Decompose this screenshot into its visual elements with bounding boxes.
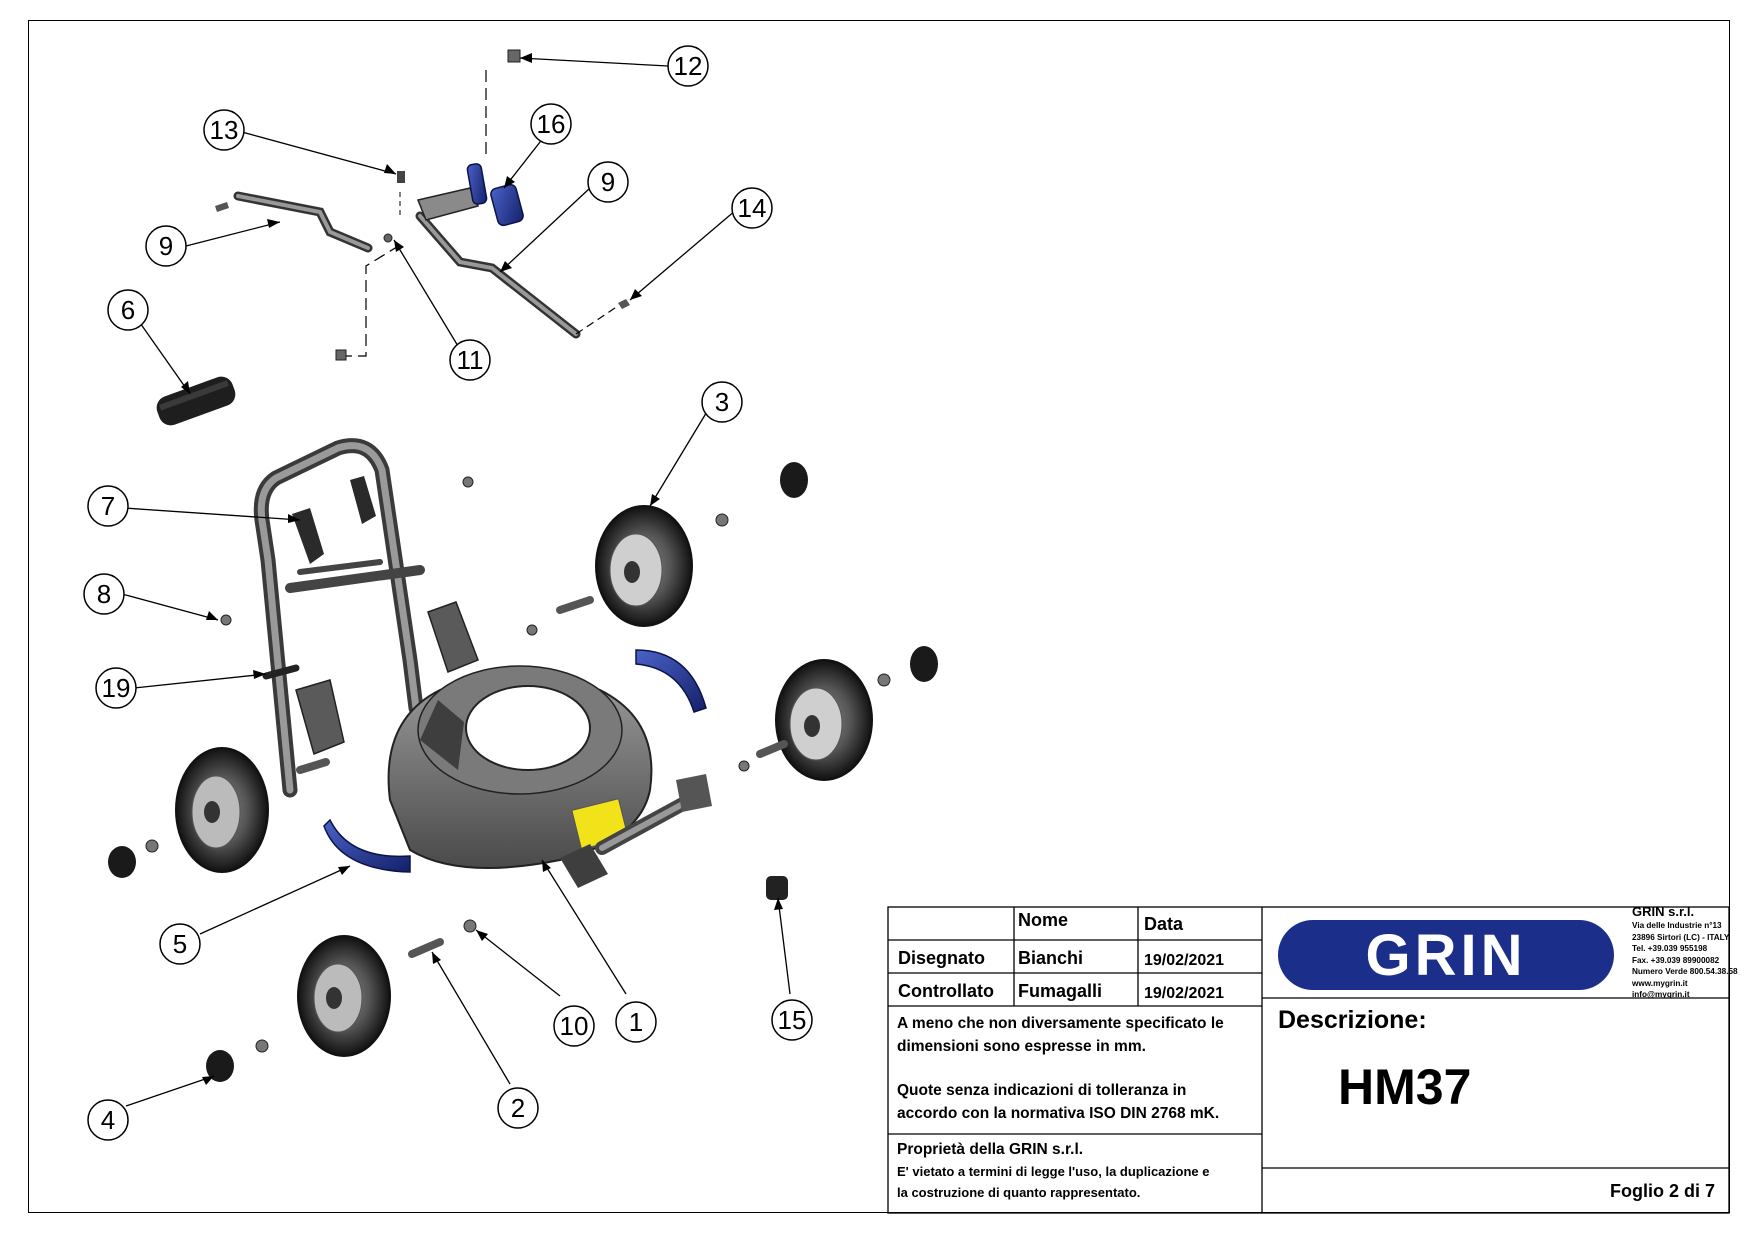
svg-text:3: 3 bbox=[715, 387, 729, 417]
note-tolerance-line2: accordo con la normativa ISO DIN 2768 mK… bbox=[897, 1105, 1220, 1122]
design-date: 19/02/2021 bbox=[1144, 952, 1225, 969]
blue-flap-front bbox=[323, 818, 411, 873]
callout-13: 13 bbox=[203, 109, 245, 151]
callout-2: 2 bbox=[497, 1087, 539, 1129]
upper-handle-parts bbox=[215, 49, 630, 361]
leader-lines bbox=[121, 57, 791, 1107]
callout-4: 4 bbox=[87, 1099, 129, 1141]
sheet-number: Foglio 2 di 7 bbox=[1610, 1181, 1716, 1201]
callout-12: 12 bbox=[667, 45, 709, 87]
svg-text:9: 9 bbox=[159, 231, 173, 261]
svg-text:15: 15 bbox=[778, 1005, 807, 1035]
wheel-left bbox=[175, 747, 269, 873]
callout-1: 1 bbox=[615, 1001, 657, 1043]
model-code: HM37 bbox=[1338, 1059, 1472, 1115]
svg-text:GRIN: GRIN bbox=[1366, 923, 1527, 988]
col-header-data: Data bbox=[1144, 914, 1184, 934]
callout-19: 19 bbox=[95, 667, 137, 709]
col-header-nome: Nome bbox=[1018, 910, 1069, 930]
grin-logo: GRIN bbox=[1278, 920, 1614, 990]
svg-text:16: 16 bbox=[537, 109, 566, 139]
checker-name: Fumagalli bbox=[1018, 981, 1103, 1001]
callout-8: 8 bbox=[83, 573, 125, 615]
mower-deck-1 bbox=[387, 665, 712, 888]
callout-6: 6 bbox=[107, 289, 149, 331]
svg-text:12: 12 bbox=[674, 51, 703, 81]
row-label-controllato: Controllato bbox=[898, 981, 994, 1001]
wheel-mid-right bbox=[775, 659, 873, 781]
wheel-top-right bbox=[595, 505, 693, 627]
callout-11: 11 bbox=[449, 339, 491, 381]
svg-text:13: 13 bbox=[210, 115, 239, 145]
description-label: Descrizione: bbox=[1278, 1006, 1427, 1034]
callout-9-left: 9 bbox=[145, 225, 187, 267]
roller-6 bbox=[156, 376, 236, 426]
wheel-bottom-left bbox=[297, 935, 391, 1057]
row-label-disegnato: Disegnato bbox=[898, 948, 986, 968]
axle-bolts bbox=[262, 596, 788, 958]
svg-text:14: 14 bbox=[738, 193, 767, 223]
svg-text:11: 11 bbox=[457, 345, 484, 375]
callout-9-right: 9 bbox=[587, 161, 629, 203]
property-line3: la costruzione di quanto rappresentato. bbox=[897, 1185, 1141, 1200]
grip-16 bbox=[490, 183, 524, 227]
note-units-line1: A meno che non diversamente specificato … bbox=[897, 1015, 1224, 1032]
lower-handle-frame bbox=[253, 438, 479, 798]
svg-text:1: 1 bbox=[629, 1007, 643, 1037]
svg-text:6: 6 bbox=[121, 295, 135, 325]
blue-flap-right bbox=[635, 649, 707, 713]
title-block-frame bbox=[887, 906, 1730, 1214]
leader-arrowheads bbox=[181, 53, 783, 1085]
designer-name: Bianchi bbox=[1018, 948, 1084, 968]
property-line2: E' vietato a termini di legge l'uso, la … bbox=[897, 1164, 1210, 1179]
company-address: Via delle Industrie n°13 23896 Sirtori (… bbox=[1632, 921, 1738, 999]
callout-15: 15 bbox=[771, 999, 813, 1041]
callout-7: 7 bbox=[87, 485, 129, 527]
callout-3: 3 bbox=[701, 381, 743, 423]
callout-5: 5 bbox=[159, 923, 201, 965]
callout-16: 16 bbox=[530, 103, 572, 145]
svg-text:2: 2 bbox=[511, 1093, 525, 1123]
callout-balloons: 12 13 16 9 9 14 6 11 3 7 8 19 5 10 1 15 … bbox=[83, 45, 813, 1141]
svg-text:4: 4 bbox=[101, 1105, 115, 1135]
drawing-border bbox=[28, 20, 1730, 1213]
property-line1: Proprietà della GRIN s.r.l. bbox=[897, 1141, 1084, 1158]
hubcaps-and-nuts bbox=[108, 462, 938, 1082]
check-date: 19/02/2021 bbox=[1144, 985, 1225, 1002]
svg-text:7: 7 bbox=[101, 491, 115, 521]
svg-text:10: 10 bbox=[560, 1011, 589, 1041]
svg-text:8: 8 bbox=[97, 579, 111, 609]
company-name: GRIN s.r.l. bbox=[1632, 904, 1695, 919]
note-units-line2: dimensioni sono espresse in mm. bbox=[897, 1038, 1146, 1055]
svg-text:19: 19 bbox=[102, 673, 131, 703]
callout-14: 14 bbox=[731, 187, 773, 229]
svg-text:9: 9 bbox=[601, 167, 615, 197]
svg-text:5: 5 bbox=[173, 929, 187, 959]
note-tolerance-line1: Quote senza indicazioni di tolleranza in bbox=[897, 1082, 1187, 1099]
callout-10: 10 bbox=[553, 1005, 595, 1047]
